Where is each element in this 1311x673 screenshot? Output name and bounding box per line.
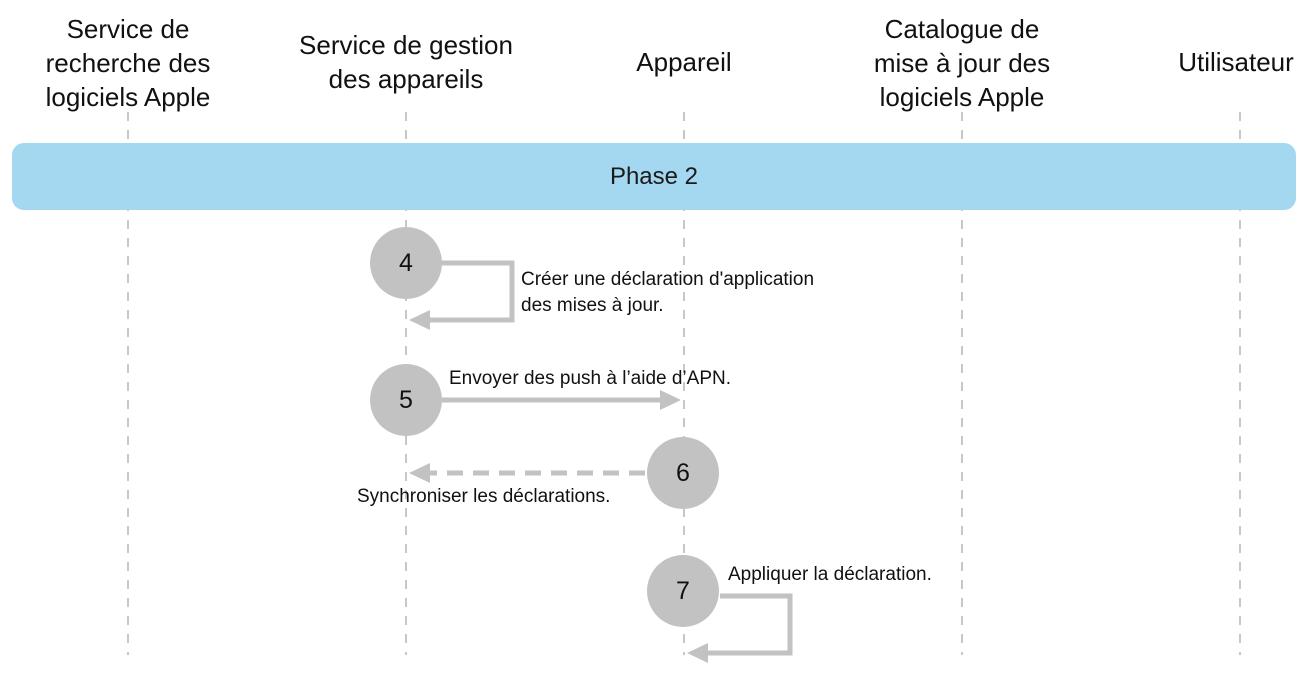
step-5-circle: 5 <box>370 364 442 436</box>
lane-header-mdm: Service de gestion des appareils <box>299 30 513 94</box>
lane-header-device: Appareil <box>636 47 732 77</box>
arrow-step-6-head <box>409 463 430 483</box>
lane-header-catalog: Catalogue de mise à jour des logiciels A… <box>873 14 1051 112</box>
phase-bar: Phase 2 <box>12 143 1296 210</box>
step-4-label: Créer une déclaration d'application des … <box>521 269 815 316</box>
step-6-label: Synchroniser les déclarations. <box>357 486 611 507</box>
arrow-step-7-head <box>687 643 708 663</box>
lane-header-lookup: Service de recherche des logiciels Apple <box>45 14 211 112</box>
step-7-circle: 7 <box>647 555 719 627</box>
arrow-step-4-head <box>409 310 430 330</box>
step-5-label: Envoyer des push à l’aide d’APN. <box>449 368 731 389</box>
step-4-circle: 4 <box>370 227 442 299</box>
step-6-circle: 6 <box>647 437 719 509</box>
phase-label: Phase 2 <box>609 162 699 190</box>
arrow-step-4 <box>428 260 515 323</box>
lane-header-user: Utilisateur <box>1178 47 1294 77</box>
arrow-step-5-head <box>660 390 681 410</box>
step-7-label: Appliquer la déclaration. <box>728 564 932 585</box>
arrow-step-7 <box>706 593 793 656</box>
